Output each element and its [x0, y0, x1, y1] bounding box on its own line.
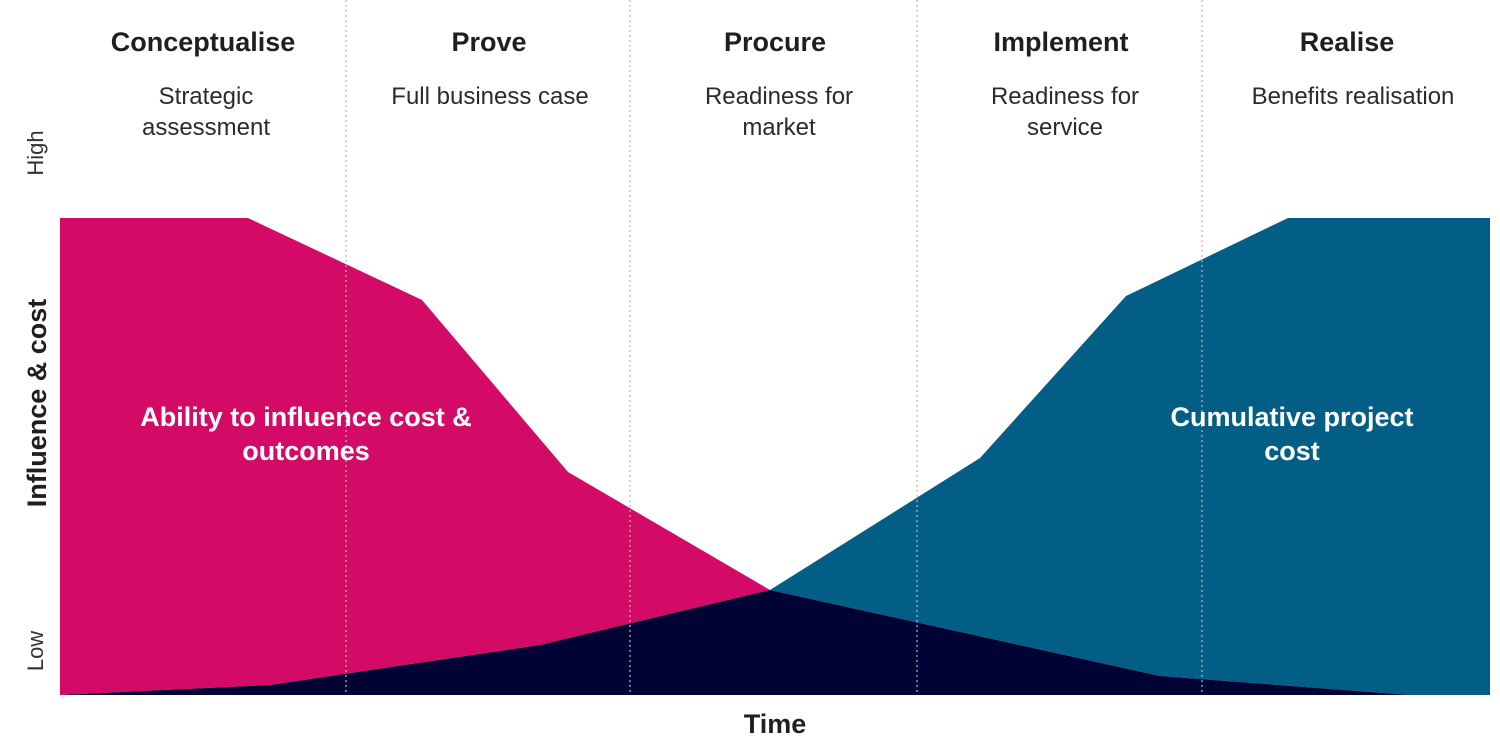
- phase-subtitle-line: market: [742, 114, 816, 141]
- phase-prove: Prove Full business case: [391, 27, 588, 110]
- phase-subtitle-line: service: [1027, 114, 1103, 141]
- phase-procure: Procure Readiness for market: [705, 27, 853, 141]
- phase-title: Realise: [1300, 27, 1395, 57]
- phase-subtitle-line: Benefits realisation: [1252, 83, 1455, 110]
- phase-subtitle-line: Readiness for: [705, 83, 853, 110]
- phase-title: Conceptualise: [111, 27, 296, 57]
- phase-subtitle-line: assessment: [142, 114, 270, 141]
- phase-subtitle-line: Readiness for: [991, 83, 1139, 110]
- phase-dividers: [345, 0, 1203, 695]
- phase-conceptualise: Conceptualise Strategic assessment: [111, 27, 296, 141]
- cost-area: [770, 218, 1490, 695]
- influence-area: [60, 218, 770, 695]
- influence-area-label: Ability to influence cost &: [140, 402, 472, 432]
- influence-area-label: outcomes: [242, 436, 370, 466]
- phase-subtitle-line: Full business case: [391, 83, 588, 110]
- y-axis-high-label: High: [23, 130, 48, 175]
- phase-title: Implement: [993, 27, 1128, 57]
- y-axis-title: Influence & cost: [22, 299, 52, 508]
- y-axis-low-label: Low: [23, 631, 48, 671]
- phase-title: Procure: [724, 27, 826, 57]
- overlap-area: [60, 590, 1410, 695]
- phase-subtitle-line: Strategic: [159, 83, 254, 110]
- x-axis-title: Time: [744, 709, 807, 739]
- cost-area-label: Cumulative project: [1170, 402, 1413, 432]
- phase-title: Prove: [451, 27, 526, 57]
- cost-area-label: cost: [1264, 436, 1320, 466]
- phase-realise: Realise Benefits realisation: [1252, 27, 1455, 110]
- phase-implement: Implement Readiness for service: [991, 27, 1139, 141]
